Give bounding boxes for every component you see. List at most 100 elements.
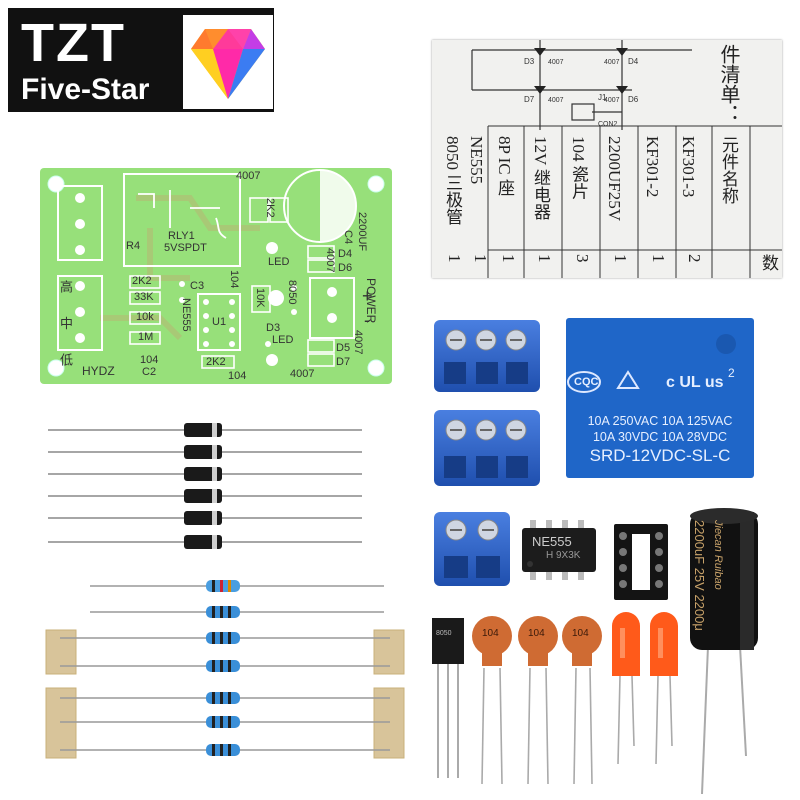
pcb-label: 1M — [138, 331, 154, 343]
ceramic-cap-label: 104 — [528, 628, 545, 639]
schematic-label: 4007 — [548, 59, 564, 66]
schematic-label: D6 — [628, 95, 639, 104]
pcb-label: D3 — [266, 322, 281, 334]
pcb-label: C3 — [190, 280, 205, 292]
brand-name-line2: Five-Star — [21, 73, 150, 106]
parts-item-qty: 3 — [573, 254, 592, 263]
diodes-group — [48, 423, 362, 549]
schematic-label: 4007 — [548, 97, 564, 104]
parts-item-qty: 1 — [649, 254, 668, 263]
pcb-label: U1 — [212, 316, 227, 328]
relay-model: SRD-12VDC-SL-C — [589, 446, 731, 465]
pcb-label: D5 — [336, 342, 351, 354]
pcb-label: LED — [272, 334, 294, 346]
ic-socket-8pin — [614, 524, 668, 600]
transistor-label: 8050 — [436, 630, 452, 637]
parts-item-name: KF301-2 — [643, 136, 662, 198]
terminal-block-3pin — [434, 320, 540, 392]
pcb-label: 4007 — [236, 170, 261, 182]
pcb-label: 104 — [228, 370, 247, 382]
parts-table-grid — [487, 125, 782, 278]
schematic-label: D7 — [524, 95, 535, 104]
ceramic-capacitors-group: 104 104 104 — [472, 608, 608, 788]
pcb-silkscreen — [47, 169, 385, 377]
capacitor-brand: Jiecan Ruibao — [712, 520, 724, 590]
parts-item-qty: 1 — [499, 254, 518, 263]
pcb-label: C4 — [342, 230, 354, 245]
relay-rating-line: 10A 250VAC 10A 125VAC — [587, 414, 733, 428]
parts-item-name: 2200UF25V — [605, 136, 624, 222]
pcb-label: LED — [268, 256, 290, 268]
pcb-label: D7 — [336, 356, 351, 368]
parts-item-qty: 1 — [611, 254, 630, 263]
schematic-label: 4007 — [604, 97, 620, 104]
resistors-group — [45, 580, 405, 759]
schematic-label: CON2 — [598, 121, 618, 128]
parts-item-name: 104 瓷片 — [569, 136, 588, 200]
relay-badge: CQC — [574, 376, 599, 388]
capacitor-value: 2200uF 25V 2200μ — [692, 520, 707, 631]
parts-item-name: 8050 三极管 — [443, 136, 462, 226]
ic-chip-marking: H 9X3K — [546, 550, 581, 561]
pcb-label: 高 中 低 — [58, 280, 73, 377]
pcb-board: R4 RLY1 5VSPDT 4007 2K2 C4 2200UF 4007 D… — [40, 168, 392, 384]
pcb-label: 2K2 — [132, 275, 152, 287]
ceramic-cap-label: 104 — [482, 628, 499, 639]
schematic-label: D4 — [628, 57, 639, 66]
ic-chip-ne555: NE555 H 9X3K — [516, 520, 600, 580]
ic-chip-label: NE555 — [532, 534, 572, 549]
relay-rating-line: 10A 30VDC 10A 28VDC — [592, 430, 728, 444]
parts-list-sheet: D3 4007 D4 4007 D6 4007 D7 4007 J1 CON2 … — [432, 40, 782, 278]
parts-item-qty: 1 — [535, 254, 554, 263]
ceramic-cap-label: 104 — [572, 628, 589, 639]
pcb-label: - — [364, 310, 370, 330]
pcb-label: 4007 — [324, 248, 336, 273]
terminal-blocks — [434, 320, 540, 586]
pcb-label: 5VSPDT — [164, 242, 207, 254]
pcb-label: D4 — [338, 248, 353, 260]
electrolytic-capacitor: 2200uF 25V 2200μ Jiecan Ruibao — [684, 506, 764, 796]
relay-cert: c UL us — [666, 374, 724, 391]
pcb-label: + — [362, 286, 373, 306]
schematic-label: J1 — [598, 93, 607, 102]
pcb-label: RLY1 — [168, 230, 195, 242]
parts-item-qty: 1 — [471, 254, 490, 263]
terminal-block-3pin — [434, 410, 540, 486]
parts-item-qty: 1 — [445, 254, 464, 263]
pcb-label: 10K — [254, 288, 266, 308]
pcb-label: R4 — [126, 240, 141, 252]
pcb-label: C2 — [142, 366, 157, 378]
pcb-label: HYDZ — [82, 364, 115, 378]
diamond-gem-icon — [183, 15, 273, 109]
pcb-label: 8050 — [286, 280, 298, 305]
pcb-label: 4007 — [352, 330, 364, 355]
brand-logo: TZT Five-Star — [8, 8, 274, 112]
pcb-label: 2K2 — [206, 356, 226, 368]
terminal-block-2pin — [434, 512, 510, 586]
parts-col-header-name: 元件名称 — [719, 136, 738, 204]
pcb-label: 33K — [134, 291, 154, 303]
pcb-label: 4007 — [290, 368, 315, 380]
relay-module: CQC c UL us 2 10A 250VAC 10A 125VAC 10A … — [566, 318, 754, 478]
pcb-label: 104 — [140, 354, 159, 366]
parts-item-name: 12V 继电器 — [531, 136, 550, 221]
parts-col-header-qty: 数 — [759, 254, 778, 271]
parts-item-name: KF301-3 — [679, 136, 698, 198]
parts-item-name: 8P IC 座 — [495, 136, 514, 196]
parts-item-name: NE555 — [467, 136, 486, 185]
pcb-label: NE555 — [180, 298, 192, 332]
pcb-label: POWER — [364, 278, 378, 324]
pcb-label: 10k — [136, 311, 154, 323]
pcb-label: 2K2 — [264, 198, 276, 218]
brand-name-line1: TZT — [21, 13, 126, 73]
leds-group — [612, 612, 678, 765]
schematic-diagram: D3 4007 D4 4007 D6 4007 D7 4007 J1 CON2 — [471, 40, 692, 130]
parts-list-title: 件清单： — [717, 44, 739, 124]
schematic-label: D3 — [524, 57, 535, 66]
pcb-label: D6 — [338, 262, 353, 274]
pcb-label: 2200UF — [356, 212, 368, 252]
schematic-label: 4007 — [604, 59, 620, 66]
transistor-8050: 8050 — [428, 612, 468, 782]
pcb-label: 104 — [228, 270, 240, 289]
parts-item-qty: 2 — [685, 254, 704, 263]
